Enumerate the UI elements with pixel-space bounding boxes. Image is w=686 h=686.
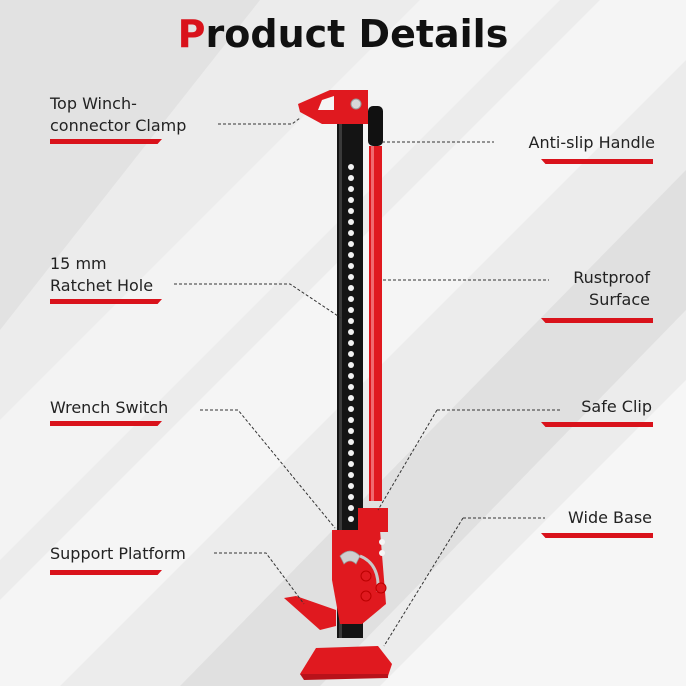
callout-line1: Wrench Switch xyxy=(50,398,169,417)
accent-underline xyxy=(50,570,162,575)
callout-line1: Rustproof xyxy=(573,268,650,287)
callout-leader-lines xyxy=(174,117,560,647)
top-winch-clamp xyxy=(298,90,368,124)
accent-underline xyxy=(541,318,653,323)
callout-line1: 15 mm xyxy=(50,254,107,273)
callout-ratchet-hole: 15 mm Ratchet Hole xyxy=(50,253,153,297)
accent-underline xyxy=(541,533,653,538)
callout-line1: Top Winch- xyxy=(50,94,137,113)
callout-anti-slip-handle: Anti-slip Handle xyxy=(529,132,655,154)
wide-base-shape xyxy=(300,646,392,680)
callout-line1: Support Platform xyxy=(50,544,186,563)
title-text: roduct Details xyxy=(205,12,509,56)
accent-underline xyxy=(541,159,653,164)
callout-line2: connector Clamp xyxy=(50,116,187,135)
support-platform-shape xyxy=(284,596,336,630)
handle xyxy=(368,106,383,501)
accent-underline xyxy=(541,422,653,427)
accent-underline xyxy=(50,299,162,304)
callout-wide-base: Wide Base xyxy=(568,507,652,529)
callout-line1: Wide Base xyxy=(568,508,652,527)
callout-line1: Safe Clip xyxy=(581,397,652,416)
callout-safe-clip: Safe Clip xyxy=(581,396,652,418)
callout-line2: Ratchet Hole xyxy=(50,276,154,295)
ratchet-holes xyxy=(348,164,354,522)
page-title: Product Details xyxy=(0,12,686,56)
callout-wrench-switch: Wrench Switch xyxy=(50,397,168,419)
callout-top-winch-connector-clamp: Top Winch- connector Clamp xyxy=(50,93,186,137)
jack-mechanism xyxy=(332,508,388,624)
callout-line1: Anti-slip Handle xyxy=(528,133,655,152)
title-accent-letter: P xyxy=(177,12,206,56)
callout-line2: Surface xyxy=(589,290,650,309)
accent-underline xyxy=(50,421,162,426)
callout-rustproof-surface: Rustproof Surface xyxy=(573,267,650,311)
callout-support-platform: Support Platform xyxy=(50,543,186,565)
accent-underline xyxy=(50,139,162,144)
